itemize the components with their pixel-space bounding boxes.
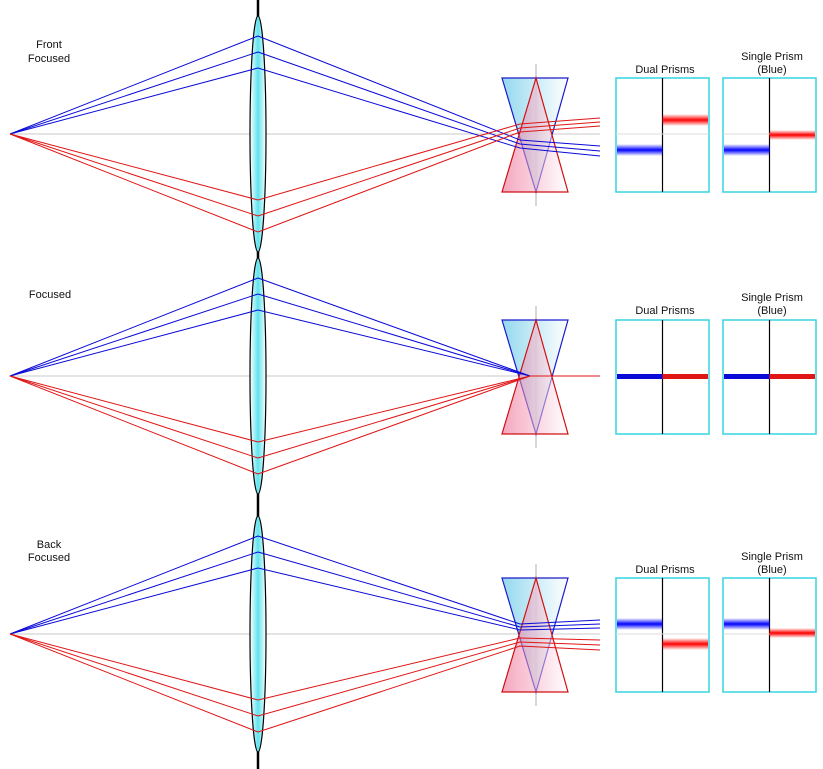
single-prism-label-line-1: Single Prism (741, 551, 803, 563)
red-prism (501, 317, 569, 435)
red-ray-incoming (9, 633, 259, 701)
single-prism-label-line-2: (Blue) (757, 305, 786, 317)
blue-ray-refracted (257, 67, 601, 157)
row-front-focused: Front Focused Dual Prisms Single Prism (… (28, 39, 803, 76)
blue-ray-incoming (9, 309, 259, 377)
blue-ray-refracted (257, 51, 601, 152)
converging-lens (249, 515, 267, 753)
row-geometry-focused (9, 257, 817, 495)
row-geometry-front (9, 15, 817, 253)
red-ray-refracted (257, 637, 601, 701)
dual-blue-image-band (617, 144, 663, 156)
dual-blue-image-band (617, 374, 663, 379)
blue-ray-incoming (9, 551, 259, 635)
row-title-line-2: Focused (28, 53, 70, 65)
dual-red-image-band (662, 114, 708, 126)
single-prism-label-line-2: (Blue) (757, 564, 786, 576)
row-title-line-2: Focused (28, 552, 70, 564)
single-red-image-band (769, 130, 815, 140)
row-focused: Focused Dual Prisms Single Prism (Blue) (29, 289, 803, 317)
red-ray-incoming (9, 633, 259, 733)
blue-ray-refracted (257, 567, 601, 631)
row-title-line-1: Focused (29, 289, 71, 301)
red-prism (501, 575, 569, 693)
single-blue-image-band (724, 144, 770, 156)
single-red-image-band (769, 374, 815, 379)
red-ray-refracted (257, 121, 601, 217)
blue-ray-incoming (9, 67, 259, 135)
red-ray-incoming (9, 133, 259, 217)
dual-prisms-label: Dual Prisms (635, 64, 695, 76)
row-geometry-back (9, 515, 817, 753)
single-blue-image-band (724, 618, 770, 630)
red-ray-incoming (9, 375, 259, 475)
blue-ray-incoming (9, 51, 259, 135)
single-red-image-band (769, 628, 815, 638)
ray-drawing (9, 0, 817, 769)
dual-prisms-label: Dual Prisms (635, 305, 695, 317)
dual-red-image-band (662, 638, 708, 650)
blue-ray-incoming (9, 535, 259, 635)
single-prism-label-line-1: Single Prism (741, 292, 803, 304)
converging-lens (249, 15, 267, 253)
red-ray-incoming (9, 133, 259, 201)
dual-blue-image-band (617, 618, 663, 630)
red-ray-refracted (257, 645, 601, 733)
blue-ray-incoming (9, 567, 259, 635)
red-ray-incoming (9, 375, 259, 443)
red-ray-refracted (257, 641, 601, 717)
red-ray-incoming (9, 633, 259, 717)
row-back-focused: Back Focused Dual Prisms Single Prism (B… (28, 539, 803, 576)
red-ray-incoming (9, 375, 259, 459)
row-title-line-1: Back (37, 539, 62, 551)
dual-prisms-label: Dual Prisms (635, 564, 695, 576)
red-ray-refracted (257, 125, 601, 233)
row-title-line-1: Front (36, 39, 62, 51)
blue-ray-incoming (9, 293, 259, 377)
red-prism (501, 75, 569, 193)
blue-ray-refracted (257, 35, 601, 147)
single-prism-label-line-1: Single Prism (741, 51, 803, 63)
blue-ray-incoming (9, 35, 259, 135)
single-blue-image-band (724, 374, 770, 379)
dual-red-image-band (662, 374, 708, 379)
red-ray-incoming (9, 133, 259, 233)
red-ray-refracted (257, 375, 600, 475)
blue-ray-refracted (257, 535, 601, 625)
red-ray-refracted (257, 117, 601, 201)
blue-ray-refracted (257, 551, 601, 628)
blue-ray-incoming (9, 277, 259, 377)
single-prism-label-line-2: (Blue) (757, 64, 786, 76)
converging-lens (249, 257, 267, 495)
